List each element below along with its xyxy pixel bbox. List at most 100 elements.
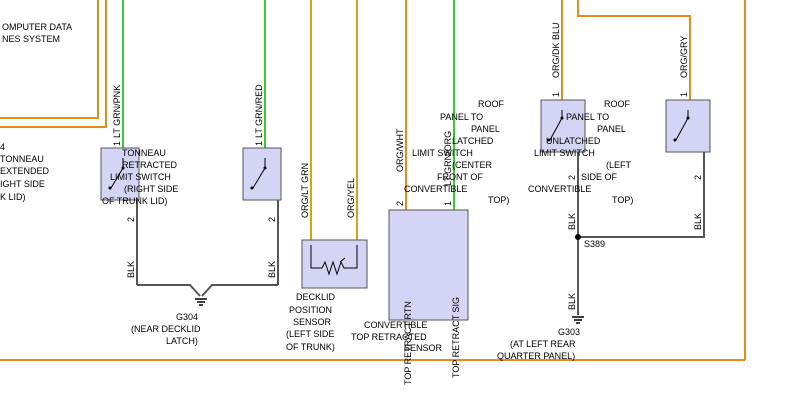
pin-label-2: 2 bbox=[693, 175, 703, 180]
latched-label-5: LIMIT SWITCH bbox=[412, 148, 473, 158]
latched-label-7: FRONT OF bbox=[437, 172, 483, 182]
tonneau-label-3: LIMIT SWITCH bbox=[110, 172, 171, 182]
tonneau-retracted-switch: LT GRN/PNK 1 2 BLK TONNEAU RETRACTED LIM… bbox=[100, 0, 178, 285]
switch-blade bbox=[675, 117, 689, 141]
switch-body bbox=[540, 99, 586, 153]
computer-module: OMPUTER DATA NES SYSTEM bbox=[0, 0, 107, 128]
ground-g303: G303 (AT LEFT REAR QUARTER PANEL) bbox=[497, 316, 584, 361]
ground-label-1: (AT LEFT REAR bbox=[510, 339, 576, 349]
latched-label-6: (CENTER bbox=[452, 160, 492, 170]
switch-blade bbox=[549, 117, 563, 141]
unlatched-label-1: ROOF bbox=[604, 99, 631, 109]
latched-label-2: PANEL TO bbox=[440, 112, 483, 122]
ground-label-2: QUARTER PANEL) bbox=[497, 351, 575, 361]
wire-label-lt-grn-pnk: LT GRN/PNK bbox=[112, 85, 122, 138]
tonneau-label-5: OF TRUNK LID) bbox=[102, 196, 167, 206]
unlatched-label-7: SIDE OF bbox=[581, 172, 618, 182]
sensor-resistor bbox=[310, 245, 358, 276]
ground-label-1: (NEAR DECKLID bbox=[131, 324, 201, 334]
pin-label-2: 2 bbox=[395, 201, 405, 206]
switch-body bbox=[665, 99, 711, 153]
splice-dot bbox=[575, 234, 581, 240]
unlatched-label-6: (LEFT bbox=[606, 160, 632, 170]
left-edge-switch-label: 4 TONNEAU EXTENDED IGHT SIDE K LID) bbox=[0, 142, 50, 202]
left-edge-label-1: 4 bbox=[0, 142, 5, 152]
wire-label-blk: BLK bbox=[267, 261, 277, 278]
tonneau-extended-switch: LT GRN/RED 1 2 BLK bbox=[242, 0, 282, 285]
ground-wire-left bbox=[137, 284, 201, 297]
pin-label-1: 1 bbox=[679, 92, 689, 97]
top-retracted-sensor: ORG/WHT 2 LT GRN/ORG 1 TOP RETRACT RTN T… bbox=[351, 0, 469, 385]
latched-label-9: TOP) bbox=[488, 195, 509, 205]
left-edge-label-3: EXTENDED bbox=[0, 166, 50, 176]
pin-label-1: 1 bbox=[551, 92, 561, 97]
left-edge-label-2: TONNEAU bbox=[0, 154, 44, 164]
tonneau-label-2: RETRACTED bbox=[122, 160, 178, 170]
unlatched-label-3: PANEL bbox=[597, 124, 626, 134]
pin-label-1: 1 bbox=[112, 141, 122, 146]
pin-label-1: 1 bbox=[443, 201, 453, 206]
left-edge-label-5: K LID) bbox=[0, 192, 26, 202]
pin-label-2: 2 bbox=[567, 175, 577, 180]
module-label-line2: NES SYSTEM bbox=[2, 34, 60, 44]
decklid-label-4: (LEFT SIDE bbox=[286, 329, 334, 339]
unlatched-label-5: LIMIT SWITCH bbox=[534, 148, 595, 158]
switch-terminal bbox=[673, 138, 677, 142]
switch-blade bbox=[110, 167, 124, 189]
latched-label-1: ROOF bbox=[478, 99, 505, 109]
sensor-body bbox=[301, 239, 368, 289]
ground-wire-right bbox=[201, 284, 278, 297]
switch-body bbox=[100, 147, 140, 201]
top-sensor-label-2: TOP RETRACTED bbox=[351, 332, 427, 342]
switch-pivot bbox=[121, 166, 125, 170]
decklid-label-5: OF TRUNK) bbox=[286, 342, 335, 352]
sensor-body bbox=[388, 209, 469, 321]
sensor-arrow bbox=[339, 257, 346, 263]
splice-s389: S389 bbox=[575, 234, 605, 249]
latched-label-4: LATCHED bbox=[452, 136, 494, 146]
pin-label-2: 2 bbox=[126, 217, 136, 222]
unlatched-label-9: TOP) bbox=[612, 195, 633, 205]
wire-label-org-wht: ORG/WHT bbox=[395, 128, 405, 172]
unlatched-label-2: PANEL TO bbox=[566, 112, 609, 122]
wire-label-lt-grn-red: LT GRN/RED bbox=[254, 84, 264, 138]
switch-blade bbox=[252, 167, 266, 189]
switch-pivot bbox=[686, 116, 690, 120]
pin-label-2: 2 bbox=[267, 217, 277, 222]
switch-body bbox=[242, 147, 282, 201]
module-border-inner bbox=[0, 0, 99, 119]
pin-sig-label: TOP RETRACT SIG bbox=[451, 297, 461, 378]
pin-label-1: 1 bbox=[254, 141, 264, 146]
wire-label-blk: BLK bbox=[567, 213, 577, 230]
decklid-position-sensor: ORG/LT GRN ORG/YEL DECKLID POSITION SENS… bbox=[286, 0, 368, 352]
switch-terminal bbox=[108, 186, 112, 190]
top-sensor-label-3: SENSOR bbox=[404, 343, 443, 353]
wire-label-org-yel: ORG/YEL bbox=[346, 178, 356, 218]
module-label-line1: OMPUTER DATA bbox=[2, 22, 72, 32]
left-edge-label-4: IGHT SIDE bbox=[0, 179, 45, 189]
wire-label-org-dk-blu: ORG/DK BLU bbox=[551, 22, 561, 78]
roof-latched-switch: ORG/GRY 1 2 BLK bbox=[578, 36, 711, 238]
switch-pivot bbox=[560, 116, 564, 120]
ground-label-2: LATCH) bbox=[166, 336, 198, 346]
switch-terminal bbox=[250, 186, 254, 190]
decklid-label-3: SENSOR bbox=[293, 317, 332, 327]
roof-latched-switch-label: ROOF PANEL TO PANEL LATCHED LIMIT SWITCH… bbox=[404, 99, 509, 205]
unlatched-label-8: CONVERTIBLE bbox=[528, 184, 591, 194]
latched-label-8: CONVERTIBLE bbox=[404, 184, 467, 194]
top-sensor-label-1: CONVERTIBLE bbox=[364, 320, 427, 330]
tonneau-label-1: TONNEAU bbox=[122, 148, 166, 158]
ground-g304: G304 (NEAR DECKLID LATCH) bbox=[131, 284, 278, 346]
ground-id: G303 bbox=[558, 327, 580, 337]
roof-unlatched-switch: ORG/DK BLU 1 2 BLK BLK ROOF PANEL TO PAN… bbox=[528, 0, 633, 315]
splice-label: S389 bbox=[584, 239, 605, 249]
wire-label-org-lt-grn: ORG/LT GRN bbox=[300, 163, 310, 218]
wire-blk-latched bbox=[578, 152, 705, 238]
wire-label-blk: BLK bbox=[126, 261, 136, 278]
ground-id: G304 bbox=[176, 312, 198, 322]
wire-label-blk-ground: BLK bbox=[567, 293, 577, 310]
tonneau-label-4: (RIGHT SIDE bbox=[124, 184, 178, 194]
latched-label-3: PANEL bbox=[471, 124, 500, 134]
